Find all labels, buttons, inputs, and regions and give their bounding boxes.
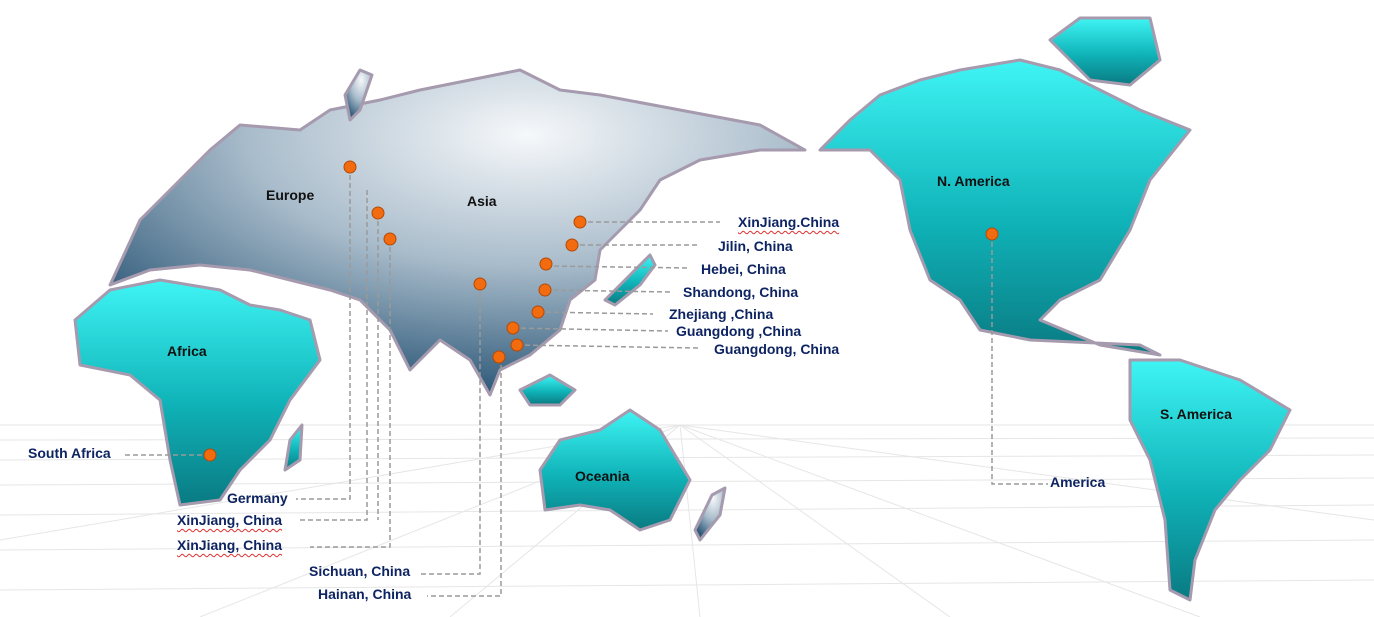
marker-shandong (538, 283, 552, 297)
location-label: Sichuan, China (309, 563, 411, 579)
location-label: Hainan, China (318, 586, 412, 602)
marker-south-africa (203, 448, 217, 462)
location-label: South Africa (28, 445, 111, 461)
marker-guangdong-1 (506, 321, 520, 335)
continent-label-north-america: N. America (937, 173, 1010, 189)
madagascar-shape (283, 423, 304, 472)
oceania-shape (538, 408, 692, 532)
marker-america (985, 227, 999, 241)
africa-shape (73, 278, 322, 507)
location-label: Jilin, China (718, 238, 793, 254)
location-label: America (1050, 474, 1106, 490)
location-label: Hebei, China (701, 261, 786, 277)
marker-sichuan (473, 277, 487, 291)
marker-xinjiang-east (573, 215, 587, 229)
location-label: Guangdong, China (714, 341, 840, 357)
continent-label-oceania: Oceania (575, 468, 630, 484)
marker-guangdong-2 (510, 338, 524, 352)
south-america-shape (1128, 358, 1292, 602)
leader-lines (122, 167, 1048, 597)
indonesia-shape (518, 373, 577, 407)
location-markers (203, 160, 999, 462)
japan-shape (603, 253, 657, 307)
marker-jilin (565, 238, 579, 252)
new-zealand-shape (693, 486, 727, 542)
marker-germany (343, 160, 357, 174)
marker-xinjiang-2 (383, 232, 397, 246)
location-label: XinJiang, China (177, 512, 283, 528)
north-america-shape (818, 58, 1192, 357)
continent-label-south-america: S. America (1160, 406, 1232, 422)
marker-zhejiang (531, 305, 545, 319)
continent-label-africa: Africa (167, 343, 207, 359)
continent-label-europe: Europe (266, 187, 315, 203)
floor-grid (0, 424, 1374, 617)
location-label: Shandong, China (683, 284, 799, 300)
continent-label-asia: Asia (467, 193, 497, 209)
marker-hebei (539, 257, 553, 271)
continent-shapes (73, 16, 1292, 602)
location-label: Germany (227, 490, 288, 506)
location-label: XinJiang, China (177, 537, 283, 553)
location-label: Guangdong ,China (676, 323, 802, 339)
location-label: XinJiang.China (738, 214, 840, 230)
marker-hainan (492, 350, 506, 364)
greenland-shape (1048, 16, 1162, 87)
location-label: Zhejiang ,China (669, 306, 774, 322)
scandinavia-island (343, 68, 374, 122)
marker-xinjiang-1 (371, 206, 385, 220)
